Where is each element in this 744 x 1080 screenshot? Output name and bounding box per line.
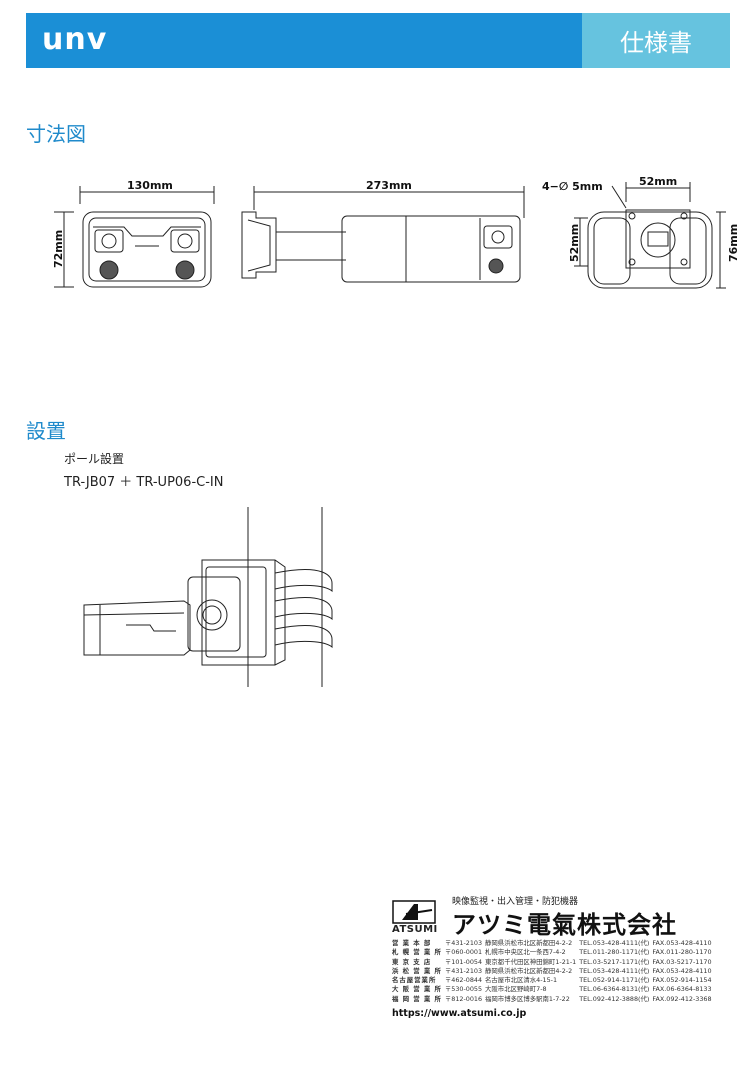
installation-parts: TR-JB07 ＋ TR-UP06-C-IN [64,475,224,490]
front-height-label: 72mm [52,230,65,268]
installation-subtitle: ポール設置 [64,452,125,466]
mount-height-label: 52mm [568,224,581,262]
brand-word: ATSUMI [392,924,438,935]
brand-logo: unv [42,22,108,57]
company-name: アツミ電氣株式会社 [452,911,677,939]
side-length-label: 273mm [366,179,412,192]
installation-section-title: 設置 [26,419,66,443]
base-height-label: 76mm [727,224,740,262]
front-view-drawing [54,186,215,288]
company-info: ATSUMI 映像監視・出入管理・防犯機器 アツミ電氣株式会社 営 業 本 部〒… [392,892,712,1022]
hole-spec-label: 4−∅ 5mm [542,180,603,193]
document-type-label: 仕様書 [582,13,730,68]
dimensions-section-title: 寸法図 [26,122,86,146]
dimension-drawing: 130mm 72mm 273mm 4−∅ 5mm 52mm 52mm 76mm [52,175,740,289]
atsumi-logo-icon [392,900,436,924]
mount-width-label: 52mm [639,175,677,188]
side-view-drawing [241,186,525,283]
header-bar: unv 仕様書 [26,13,730,68]
bottom-view-drawing [574,182,726,289]
pole-mount-drawing [83,507,333,687]
front-width-label: 130mm [127,179,173,192]
company-tagline: 映像監視・出入管理・防犯機器 [452,897,579,907]
company-url-link[interactable]: https://www.atsumi.co.jp [392,1008,527,1019]
